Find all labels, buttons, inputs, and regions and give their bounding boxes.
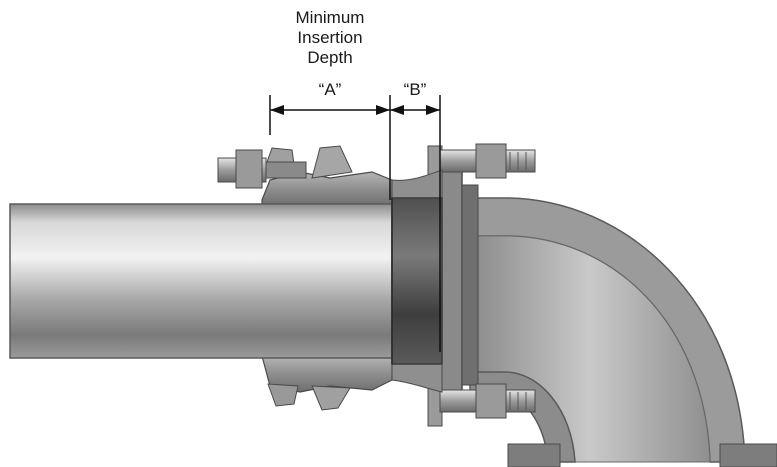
title-label: Minimum Insertion Depth <box>230 8 430 68</box>
dimension-b-label: “B” <box>403 80 427 99</box>
pipe <box>9 197 443 365</box>
coupling <box>217 145 443 411</box>
dimension-lines <box>269 95 441 352</box>
arrowhead-b-right <box>426 105 440 115</box>
title-line-1: Minimum <box>295 8 365 27</box>
title-line-3: Depth <box>307 48 353 67</box>
elbow-fitting <box>469 197 777 467</box>
arrowhead-a-right <box>376 105 390 115</box>
arrowhead-b-left <box>390 105 404 115</box>
bolt <box>439 383 536 419</box>
arrowhead-a-left <box>270 105 284 115</box>
title-line-2: Insertion <box>297 28 363 47</box>
dimension-a-label: “A” <box>318 80 342 99</box>
